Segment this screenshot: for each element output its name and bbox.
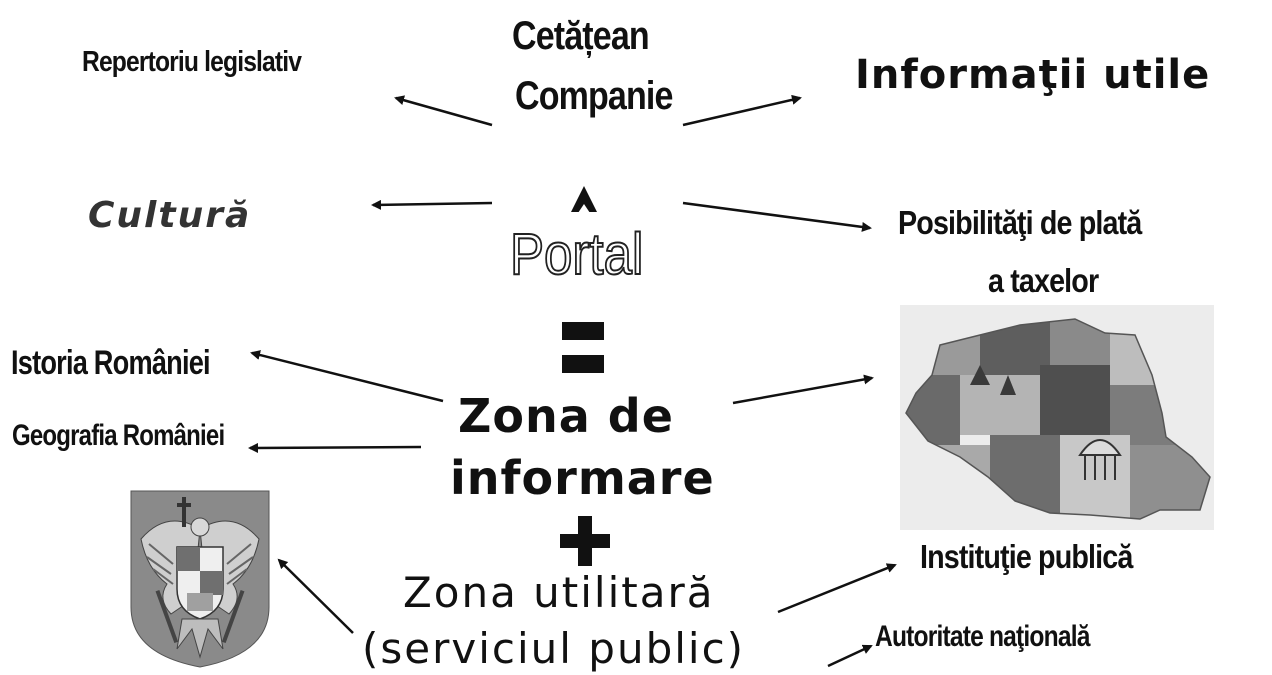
arrow-to-map <box>732 374 874 405</box>
arrow-to-useful-info <box>682 94 802 127</box>
utility-zone-line1: Zona utilitară <box>403 568 715 617</box>
coat-of-arms-image <box>127 489 273 669</box>
culture-label: Cultură <box>88 195 252 236</box>
equals-sign <box>562 322 604 374</box>
plus-sign <box>560 516 610 566</box>
useful-info-label: Informaţii utile <box>855 52 1211 98</box>
portal-title: Portal <box>509 222 644 287</box>
company-label: Companie <box>515 74 673 118</box>
arrow-to-institution <box>777 563 897 614</box>
romania-map-image <box>900 305 1214 530</box>
arrow-to-national-authority <box>827 644 873 668</box>
arrow-to-legislative <box>394 95 493 127</box>
national-authority-label: Autoritate naţională <box>875 620 1090 653</box>
arrow-to-coat-of-arms <box>277 558 354 634</box>
arrow-to-history <box>250 350 444 403</box>
caret-notch <box>578 204 590 213</box>
utility-zone-line2: (serviciul public) <box>362 624 746 673</box>
geography-label: Geografia României <box>12 419 225 452</box>
arrow-to-culture <box>371 199 493 210</box>
legislative-repertory-label: Repertoriu legislativ <box>82 46 302 78</box>
arrow-to-payment <box>682 201 872 232</box>
info-zone-line2: informare <box>450 451 715 505</box>
info-zone-line1: Zona de <box>458 389 674 443</box>
payment-label-line2: a taxelor <box>988 262 1099 299</box>
history-label: Istoria României <box>11 344 211 382</box>
arrow-to-geography <box>248 442 422 453</box>
public-institution-label: Instituţie publică <box>920 538 1133 575</box>
citizen-label: Cetățean <box>512 14 650 58</box>
payment-label-line1: Posibilităţi de plată <box>898 204 1142 241</box>
